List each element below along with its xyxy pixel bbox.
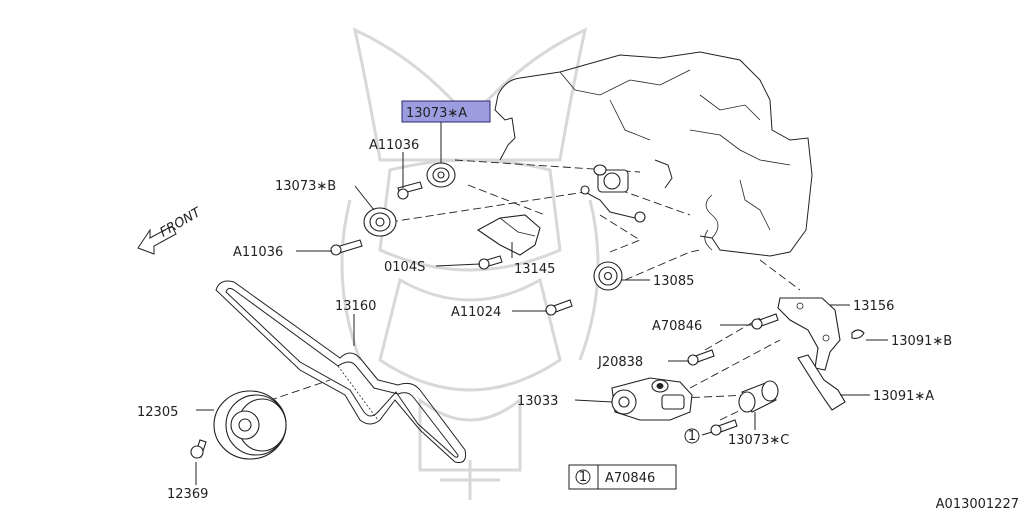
label-13091b[interactable]: 13091∗B [891,334,952,349]
label-j20838[interactable]: J20838 [597,355,643,370]
label-a70846[interactable]: A70846 [652,319,702,334]
label-13033[interactable]: 13033 [517,394,558,409]
label-13085[interactable]: 13085 [653,274,694,289]
clip-13091b [851,329,865,339]
label-13073a[interactable]: 13073∗A [406,106,467,121]
label-a11036-left[interactable]: A11036 [233,245,283,260]
front-label: FRONT [158,205,205,241]
front-arrow: FRONT [137,205,205,255]
label-13073c[interactable]: 13073∗C [728,433,789,448]
bracket-cluster [580,159,673,223]
bolts [190,181,779,459]
label-12369[interactable]: 12369 [167,487,208,502]
label-13073b[interactable]: 13073∗B [275,179,336,194]
engine-block-outline [494,51,813,257]
circled-reference-number: 1 [688,429,696,444]
crank-pulley-12305 [213,390,287,460]
part-labels: A11036 13073∗B A11036 0104S 13145 13085 … [137,138,952,502]
label-13160[interactable]: 13160 [335,299,376,314]
tensioner-13033 [611,377,693,421]
idler-pulley-13073b [363,207,397,237]
legend-box: 1 A70846 [568,464,677,490]
bracket-13156 [777,297,841,371]
label-13145[interactable]: 13145 [514,262,555,277]
label-13156[interactable]: 13156 [853,299,894,314]
highlighted-part-13073a[interactable]: 13073∗A [401,100,491,123]
leader-lines [195,122,888,485]
cover-13145 [476,214,541,256]
timing-belt-13160 [215,280,466,463]
label-a11036-top[interactable]: A11036 [369,138,419,153]
label-0104s[interactable]: 0104S [384,260,425,275]
circled-reference-1[interactable]: 1 [684,428,700,444]
idler-pulley-13073a [426,162,456,188]
label-13091a[interactable]: 13091∗A [873,389,934,404]
label-12305[interactable]: 12305 [137,405,178,420]
diagram-id: A013001227 [936,497,1019,512]
idler-pulley-13085 [593,261,623,291]
legend-code: A70846 [605,471,655,486]
bracket-13091a [797,354,846,411]
label-a11024[interactable]: A11024 [451,305,501,320]
legend-number: 1 [579,470,587,485]
idler-pulley-13073c [738,380,779,413]
